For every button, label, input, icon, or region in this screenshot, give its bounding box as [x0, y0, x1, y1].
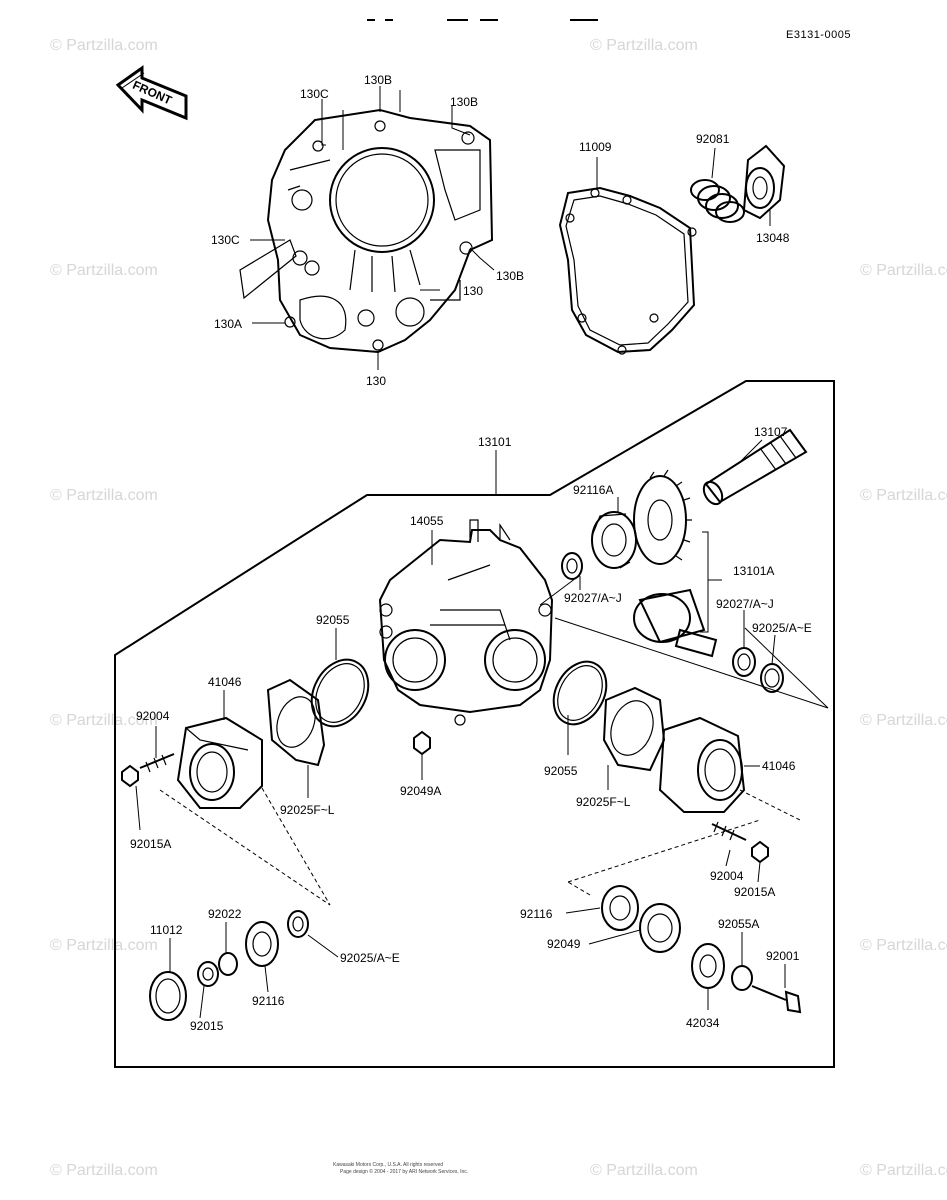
label-92027-A-J: 92027/A~J: [564, 591, 622, 605]
label-13101: 13101: [478, 435, 512, 449]
label-92015A: 92015A: [130, 837, 171, 851]
oil-seal-92049: [639, 903, 681, 953]
label-92025-A-E: 92025/A~E: [752, 621, 812, 635]
watermark: © Partzilla.com: [860, 1162, 947, 1179]
watermark: © Partzilla.com: [860, 937, 947, 954]
coupling-13048: [742, 144, 786, 220]
washer-92022: [218, 952, 238, 976]
label-92025-A-E: 92025/A~E: [340, 951, 400, 965]
leader-lines: [135, 86, 786, 1019]
label-11012: 11012: [150, 923, 183, 937]
cap-11012: [149, 971, 187, 1021]
o-ring-92055-right: [552, 660, 608, 726]
label-92015A: 92015A: [734, 885, 775, 899]
part-labels: 130C 130B 130B 130C 130B 130 130A 130 11…: [130, 73, 812, 1033]
watermark: © Partzilla.com: [860, 712, 947, 729]
label-130: 130: [463, 284, 483, 298]
label-92015: 92015: [190, 1019, 224, 1033]
assembly-frame: [114, 380, 835, 1068]
label-130B: 130B: [450, 95, 478, 109]
watermark-layer: © Partzilla.com © Partzilla.com © Partzi…: [50, 37, 947, 1179]
watermark: © Partzilla.com: [50, 37, 158, 54]
shim-92025AE-right: [760, 663, 784, 693]
label-92049A: 92049A: [400, 784, 441, 798]
label-92025F-L: 92025F~L: [280, 803, 335, 817]
front-arrow: FRONT: [115, 65, 188, 121]
label-92049: 92049: [547, 937, 581, 951]
label-13101A: 13101A: [733, 564, 774, 578]
gear-42034: [691, 943, 725, 989]
assembly-lines: [159, 574, 829, 906]
shim-92025AE-left: [287, 910, 309, 938]
bearing-housing-41046-left: [176, 716, 263, 809]
label-92004: 92004: [136, 709, 170, 723]
collar-92027-left: [561, 552, 583, 580]
nut-92015: [197, 961, 219, 987]
bearing-92116-left: [245, 921, 279, 967]
footer-page-design: Page design © 2004 - 2017 by ARI Network…: [340, 1168, 468, 1175]
label-92055: 92055: [544, 764, 578, 778]
shaft-13107: [702, 428, 808, 506]
spring-92081: [690, 179, 745, 223]
diagram-code: E3131-0005: [786, 29, 851, 41]
watermark: © Partzilla.com: [590, 37, 698, 54]
nut-92049A: [413, 730, 431, 756]
gear-case-14055: [378, 519, 554, 726]
label-130C: 130C: [211, 233, 240, 247]
label-92004: 92004: [710, 869, 744, 883]
watermark: © Partzilla.com: [860, 487, 947, 504]
bearing-housing-41046-right: [658, 716, 746, 813]
label-130B: 130B: [496, 269, 524, 283]
label-92055: 92055: [316, 613, 350, 627]
shim-92025-left: [266, 678, 326, 767]
label-41046: 41046: [762, 759, 796, 773]
footer-copyright: Kawasaki Motors Corp., U.S.A. All rights…: [333, 1162, 443, 1168]
watermark: © Partzilla.com: [50, 487, 158, 504]
label-41046: 41046: [208, 675, 242, 689]
bolt-92001: [751, 985, 802, 1014]
label-13107: 13107: [754, 425, 788, 439]
collar-92027-right: [732, 647, 756, 677]
bearing-92116-right: [601, 885, 639, 931]
gear-13101A: [633, 469, 718, 658]
label-11009: 11009: [579, 140, 612, 154]
nut-92015A-left: [121, 764, 139, 788]
gasket-11009: [558, 186, 697, 355]
watermark: © Partzilla.com: [50, 712, 158, 729]
stud-92004-left: [139, 753, 175, 773]
label-92025F-L: 92025F~L: [576, 795, 631, 809]
o-ring-92055-left: [310, 658, 370, 728]
watermark: © Partzilla.com: [860, 262, 947, 279]
label-42034: 42034: [686, 1016, 720, 1030]
o-ring-92055A: [731, 965, 753, 991]
label-130B: 130B: [364, 73, 392, 87]
label-92001: 92001: [766, 949, 800, 963]
label-130A: 130A: [214, 317, 242, 331]
crankcase-cover: [239, 108, 494, 354]
nut-92015A-right: [751, 840, 769, 864]
watermark: © Partzilla.com: [50, 262, 158, 279]
label-13048: 13048: [756, 231, 790, 245]
watermark: © Partzilla.com: [50, 937, 158, 954]
watermark: © Partzilla.com: [590, 1162, 698, 1179]
label-130: 130: [366, 374, 386, 388]
label-92116: 92116: [520, 907, 553, 921]
label-130C: 130C: [300, 87, 329, 101]
label-92022: 92022: [208, 907, 242, 921]
label-92081: 92081: [696, 132, 730, 146]
stud-92004-right: [711, 821, 747, 841]
shim-92025-right: [602, 686, 666, 772]
label-92055A: 92055A: [718, 917, 759, 931]
watermark: © Partzilla.com: [50, 1162, 158, 1179]
label-92116: 92116: [252, 994, 285, 1008]
label-92027-A-J: 92027/A~J: [716, 597, 774, 611]
label-14055: 14055: [410, 514, 444, 528]
bearing-92116A: [591, 511, 637, 569]
label-92116A: 92116A: [573, 483, 613, 497]
